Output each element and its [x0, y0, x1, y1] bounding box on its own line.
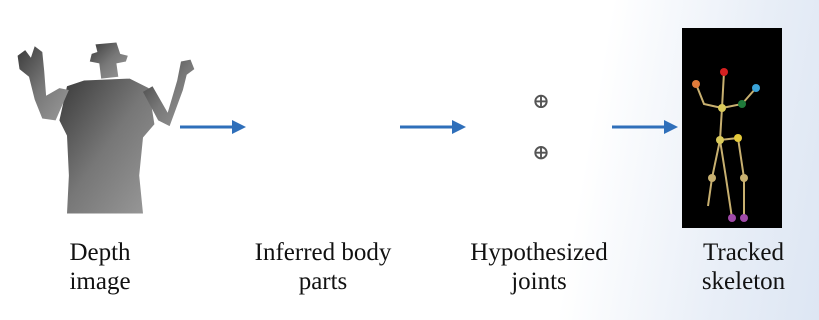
joints-image	[446, 28, 636, 228]
caption-line-2: joints	[444, 267, 634, 296]
skeleton-image	[682, 28, 782, 228]
caption-body-parts: Inferred body parts	[228, 238, 418, 296]
caption-depth-image: Depth image	[25, 238, 175, 296]
caption-line-2: image	[25, 267, 175, 296]
body-parts-image	[228, 28, 418, 228]
caption-line-2: parts	[228, 267, 418, 296]
caption-skeleton: Tracked skeleton	[676, 238, 811, 296]
arrow-3	[610, 117, 680, 137]
caption-line-1: Depth	[25, 238, 175, 267]
caption-joints: Hypothesized joints	[444, 238, 634, 296]
caption-line-1: Tracked	[676, 238, 811, 267]
caption-line-1: Inferred body	[228, 238, 418, 267]
caption-line-2: skeleton	[676, 267, 811, 296]
caption-line-1: Hypothesized	[444, 238, 634, 267]
depth-image	[10, 28, 200, 228]
